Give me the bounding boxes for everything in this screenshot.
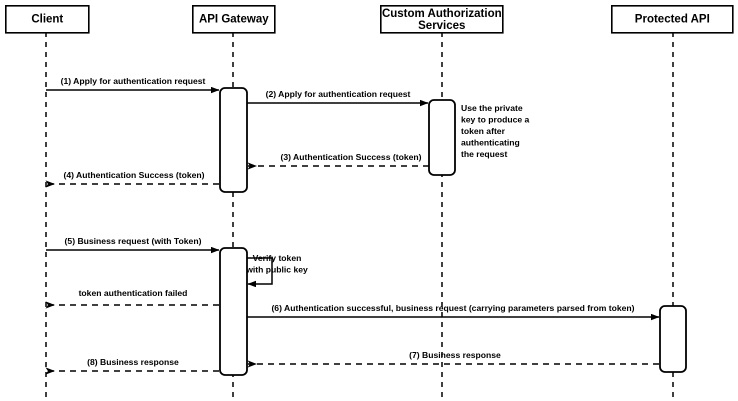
activations-group xyxy=(219,87,687,376)
message-label-msg-self-verify: Verify token xyxy=(253,253,302,263)
message-label-msg-5: (5) Business request (with Token) xyxy=(65,236,202,246)
participant-label-custom-authorization-services-line2: Services xyxy=(418,20,465,32)
participant-label-custom-authorization-services: Custom Authorization xyxy=(382,8,502,20)
participant-box-custom-authorization-services[interactable] xyxy=(379,5,504,34)
message-line-msg-self-verify[interactable] xyxy=(247,257,273,288)
note-line-note-private-key: Use the private xyxy=(461,103,523,113)
participant-box-api-gateway[interactable] xyxy=(192,5,276,34)
message-label-msg-7: (7) Business response xyxy=(409,350,501,360)
message-label-msg-6: (6) Authentication successful, business … xyxy=(271,303,634,313)
messages-group: (1) Apply for authentication request (2) … xyxy=(45,76,660,375)
participant-label-protected-api: Protected API xyxy=(635,14,710,26)
participant-box-client[interactable] xyxy=(5,5,90,34)
participant-label-client: Client xyxy=(31,14,63,26)
message-label-msg-2: (2) Apply for authentication request xyxy=(266,89,411,99)
note-line-note-private-key: the request xyxy=(461,149,507,159)
note-line-note-private-key: key to produce a xyxy=(461,115,530,125)
lifelines-group: Client API Gateway Custom AuthorizationSer… xyxy=(5,5,734,398)
message-label-msg-3: (3) Authentication Success (token) xyxy=(280,152,421,162)
message-label-msg-8: (8) Business response xyxy=(87,357,179,367)
message-label-msg-self-verify-line2: with public key xyxy=(245,265,308,275)
note-line-note-private-key: authenticating xyxy=(461,138,520,148)
activation-bar-gateway-activation-2[interactable] xyxy=(219,247,248,376)
note-line-note-private-key: token after xyxy=(461,126,506,136)
activation-bar-protected-api-activation-1[interactable] xyxy=(659,305,687,373)
message-label-msg-token-failed: token authentication failed xyxy=(79,288,188,298)
message-label-msg-4: (4) Authentication Success (token) xyxy=(63,170,204,180)
activation-bar-auth-activation-1[interactable] xyxy=(428,99,456,176)
message-label-msg-1: (1) Apply for authentication request xyxy=(61,76,206,86)
participant-label-api-gateway: API Gateway xyxy=(199,14,269,26)
activation-bar-gateway-activation-1[interactable] xyxy=(219,87,248,193)
participant-box-protected-api[interactable] xyxy=(610,5,734,34)
